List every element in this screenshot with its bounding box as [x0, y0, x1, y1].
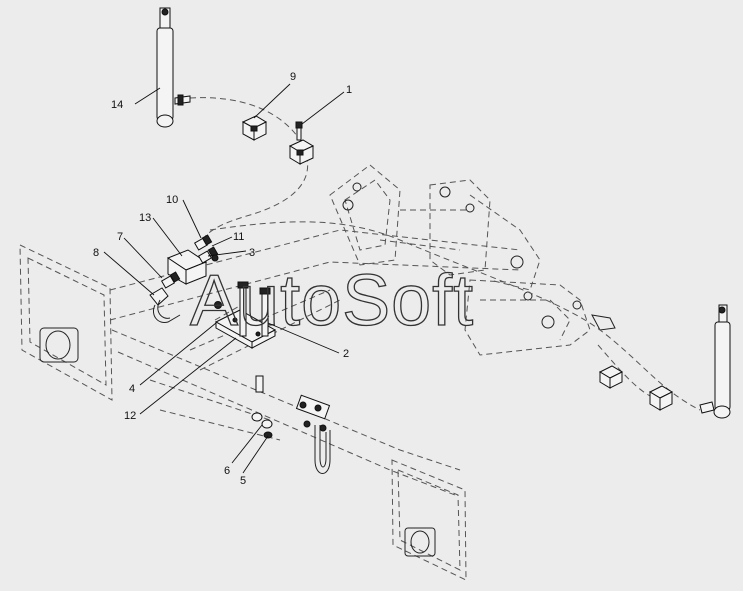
callout-3: 3 — [249, 247, 255, 259]
nuts-5-6 — [251, 375, 273, 439]
hose-clamps-right — [598, 365, 715, 414]
fittings-10-11 — [193, 234, 219, 264]
valve-block-13 — [166, 249, 208, 285]
hydraulic-cylinder-left — [156, 7, 174, 128]
bolts-2 — [214, 281, 271, 337]
u-bolt-assembly — [295, 394, 331, 474]
left-mounting-plate — [19, 244, 113, 401]
leader-lines — [103, 83, 345, 474]
callout-10: 10 — [166, 194, 178, 206]
watermark-text: AutoSoft — [190, 261, 474, 341]
callout-11: 11 — [233, 231, 244, 243]
hydraulic-hoses — [189, 97, 701, 411]
callout-labels: 14 9 1 10 13 11 7 3 8 2 4 12 6 5 — [93, 71, 352, 487]
callout-7: 7 — [117, 231, 123, 243]
callout-14: 14 — [111, 99, 123, 111]
callout-8: 8 — [93, 247, 99, 259]
bolt-1-and-clamp — [288, 121, 315, 165]
callout-1: 1 — [346, 84, 352, 96]
callout-9: 9 — [290, 71, 296, 83]
hydraulic-cylinder-right — [713, 304, 731, 419]
callout-5: 5 — [240, 475, 246, 487]
fittings-7-8 — [149, 271, 181, 324]
callout-4: 4 — [129, 383, 135, 395]
callout-6: 6 — [224, 465, 230, 477]
callout-12: 12 — [124, 410, 136, 422]
right-lower-mounting-plate — [391, 459, 467, 581]
hitch-bracket-assembly — [329, 164, 616, 356]
frame-beam — [109, 229, 521, 496]
callout-13: 13 — [139, 212, 151, 224]
hose-clamp-9 — [241, 115, 268, 141]
callout-2: 2 — [343, 348, 349, 360]
cylinder-fitting-left — [174, 94, 191, 106]
